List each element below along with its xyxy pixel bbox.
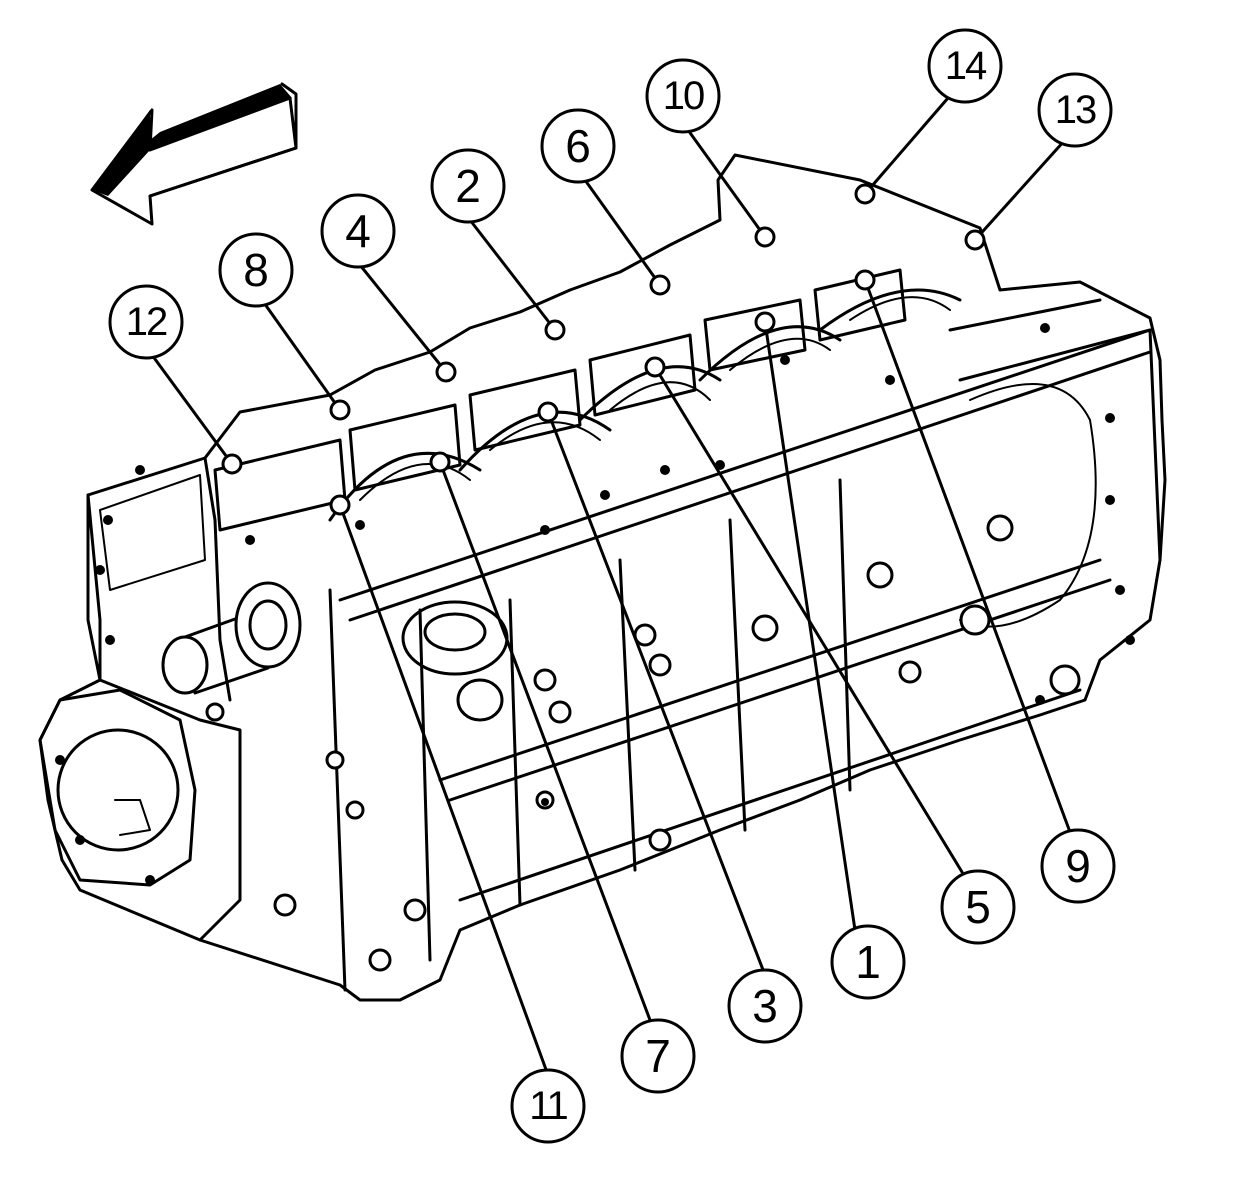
leader-line-1: [763, 320, 857, 932]
bolt-7: [429, 451, 451, 473]
leader-line-13: [973, 138, 1067, 242]
callout-leader-lines: [150, 96, 1072, 1077]
callout-label-2: 2: [455, 160, 481, 212]
bolt-6: [649, 274, 671, 296]
callout-1: 1: [830, 924, 906, 1000]
callout-11: 11: [510, 1068, 586, 1144]
bolt-13: [964, 229, 986, 251]
leader-line-8: [260, 298, 342, 412]
callout-10: 10: [645, 58, 721, 134]
callout-7: 7: [620, 1018, 696, 1094]
callout-12: 12: [108, 284, 184, 360]
callout-14: 14: [927, 28, 1003, 104]
callout-2: 2: [430, 148, 506, 224]
callout-3: 3: [727, 968, 803, 1044]
bolt-2: [544, 319, 566, 341]
callout-label-12: 12: [126, 300, 167, 344]
bolt-10: [754, 226, 776, 248]
callout-label-11: 11: [529, 1084, 567, 1128]
callout-label-1: 1: [855, 936, 881, 988]
callout-5: 5: [940, 869, 1016, 945]
bolt-11: [329, 494, 351, 516]
bolt-4: [435, 361, 457, 383]
leader-line-10: [686, 128, 767, 239]
callout-labels: 1 2 3 4 5 6 7 8 9 10 11 12 13 14: [108, 28, 1116, 1144]
bolt-12: [221, 453, 243, 475]
bolt-3: [537, 401, 559, 423]
callout-8: 8: [218, 232, 294, 308]
leader-line-9: [863, 278, 1072, 834]
leader-line-5: [653, 365, 964, 874]
bolt-14: [854, 183, 876, 205]
bolt-heads: [221, 183, 986, 516]
callout-label-6: 6: [565, 120, 591, 172]
callout-13: 13: [1037, 72, 1113, 148]
callout-4: 4: [320, 193, 396, 269]
leader-line-14: [863, 96, 950, 196]
leader-line-3: [546, 410, 767, 977]
bolt-1: [754, 311, 776, 333]
callout-6: 6: [540, 108, 616, 184]
callout-9: 9: [1040, 828, 1116, 904]
callout-label-13: 13: [1055, 88, 1096, 132]
callout-label-4: 4: [345, 205, 371, 257]
engine-block: [38, 153, 1167, 1002]
leader-line-4: [358, 263, 448, 374]
bolt-9: [854, 269, 876, 291]
callout-label-7: 7: [645, 1030, 671, 1082]
leader-line-11: [338, 503, 550, 1077]
callout-label-9: 9: [1065, 840, 1091, 892]
callout-label-5: 5: [965, 881, 991, 933]
callout-label-8: 8: [243, 244, 269, 296]
leader-line-12: [150, 353, 234, 466]
callout-label-14: 14: [945, 44, 987, 88]
callout-label-10: 10: [663, 74, 704, 118]
leader-line-7: [438, 460, 652, 1022]
callout-label-3: 3: [752, 980, 778, 1032]
front-direction-arrow: [90, 82, 298, 226]
leader-line-6: [583, 178, 662, 287]
bolt-8: [329, 399, 351, 421]
bolt-5: [644, 356, 666, 378]
leader-line-2: [468, 218, 557, 332]
